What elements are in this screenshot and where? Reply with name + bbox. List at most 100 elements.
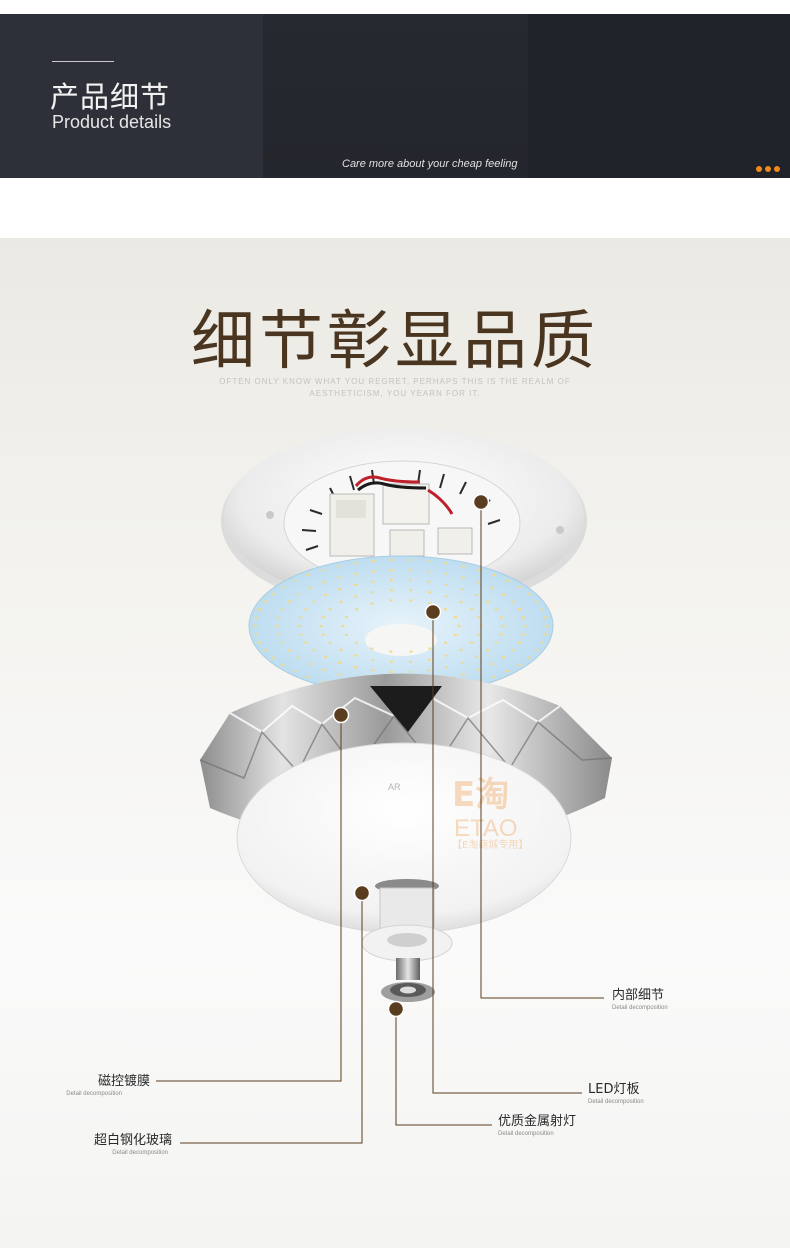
callout-coating: 磁控镀膜 Detail decomposition (60, 1070, 150, 1097)
led-chip (254, 616, 258, 619)
led-chip (354, 583, 357, 586)
led-chip (321, 569, 325, 572)
callout-coating-label: 磁控镀膜 (97, 1074, 150, 1089)
led-chip (499, 616, 503, 619)
callout-led-board-sub: Detail decomposition (588, 1099, 644, 1105)
led-chip (339, 648, 343, 651)
led-chip (390, 569, 394, 572)
led-board (248, 555, 554, 697)
led-chip (308, 586, 312, 589)
led-chip (523, 625, 527, 627)
led-chip (253, 625, 257, 627)
led-chip (276, 616, 280, 619)
led-chip (276, 633, 280, 636)
marker-glass (353, 884, 371, 902)
led-chip (474, 594, 478, 596)
led-chip (299, 633, 303, 636)
led-chip (263, 649, 267, 652)
detail-subline: OFTEN ONLY KNOW WHAT YOU REGRET, PERHAPS… (219, 377, 571, 398)
led-chip (337, 576, 341, 579)
led-chip (454, 633, 457, 636)
led-chip (443, 608, 447, 611)
led-chip (428, 647, 432, 650)
led-chip (511, 600, 515, 603)
callout-glass-label: 超白钢化玻璃 (93, 1133, 172, 1148)
banner-title-cn: 产品细节 (50, 80, 171, 114)
led-chip (354, 595, 358, 598)
led-chip (389, 599, 393, 602)
led-chip (501, 625, 505, 627)
led-chip (494, 608, 498, 611)
led-chip (445, 666, 448, 669)
led-chip (490, 586, 494, 589)
led-chip (492, 574, 496, 577)
led-chip (354, 666, 357, 669)
led-chip (461, 576, 465, 579)
led-chip (461, 588, 464, 591)
led-chip (474, 656, 478, 658)
led-chip (355, 641, 359, 644)
led-chip (540, 608, 544, 611)
led-chip (522, 616, 526, 619)
callout-downlight-label: 优质金属射灯 (498, 1114, 577, 1129)
led-chip (409, 650, 413, 653)
lamp-exploded-illustration: AR E淘 ETAO 【E淘商城专用】 (156, 428, 613, 1144)
led-chip (476, 581, 480, 584)
callout-glass: 超白钢化玻璃 Detail decomposition (60, 1129, 172, 1156)
led-chip (299, 616, 303, 619)
led-chip (540, 641, 544, 644)
callout-internal-label: 内部细节 (612, 988, 665, 1003)
led-chip (409, 599, 413, 602)
led-chip (281, 641, 284, 644)
watermark-caption: 【E淘商城专用】 (452, 838, 528, 851)
led-chip (297, 625, 301, 627)
led-chip (281, 608, 284, 611)
detail-section: 细节彰显品质 OFTEN ONLY KNOW WHAT YOU REGRET, … (0, 238, 790, 1248)
led-chip (304, 641, 308, 644)
led-chip (354, 572, 358, 575)
led-chip (341, 625, 345, 627)
led-chip (486, 600, 490, 603)
led-chip (527, 656, 531, 659)
led-chip (461, 661, 464, 664)
led-chip (459, 648, 463, 651)
led-chip (390, 559, 394, 562)
led-chip (370, 647, 374, 650)
product-details-banner: 产品细节 Product details Care more about you… (0, 14, 790, 178)
led-chip (470, 641, 474, 644)
led-chip (345, 633, 348, 636)
led-chip (535, 600, 539, 603)
led-chip (354, 654, 358, 657)
led-chip (408, 569, 412, 572)
led-chip (390, 579, 394, 582)
led-chip (459, 601, 463, 604)
led-chip (527, 593, 531, 596)
led-chip (477, 633, 481, 636)
led-chip (372, 560, 376, 563)
led-chip (492, 675, 496, 678)
led-chip (324, 656, 328, 658)
led-chip (545, 625, 549, 627)
led-chip (371, 591, 375, 594)
led-chip (486, 649, 490, 652)
led-chip (275, 625, 279, 627)
led-chip (544, 633, 548, 636)
led-chip (263, 600, 267, 603)
led-chip (444, 595, 448, 598)
led-chip (427, 669, 431, 672)
led-chip (321, 633, 325, 636)
led-chip (522, 633, 526, 636)
led-chip (426, 560, 430, 563)
led-chip (370, 602, 374, 605)
led-chip (287, 600, 291, 603)
led-chip (390, 670, 394, 673)
led-chip (494, 641, 498, 644)
led-chip (461, 565, 465, 568)
led-chip (271, 656, 275, 659)
banner-panel-left (0, 14, 263, 178)
more-dots-icon (756, 166, 780, 172)
led-chip (339, 601, 343, 604)
led-chip (293, 670, 297, 673)
callout-glass-sub: Detail decomposition (112, 1150, 168, 1156)
led-chip (287, 649, 291, 652)
